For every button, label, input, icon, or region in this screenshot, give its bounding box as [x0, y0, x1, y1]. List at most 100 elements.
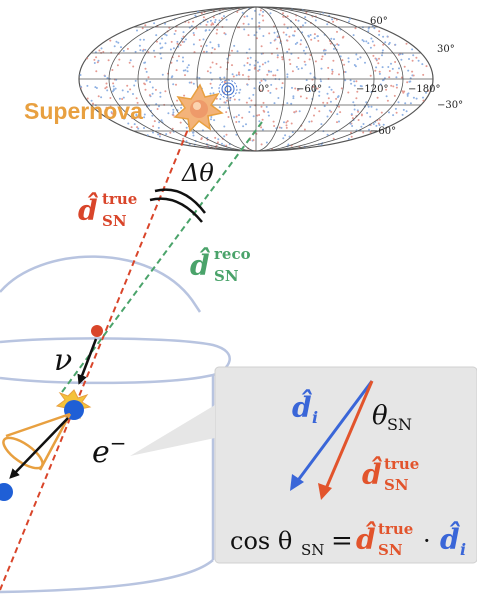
sky-point	[307, 34, 310, 37]
sky-point	[239, 88, 242, 91]
sky-point	[304, 21, 307, 24]
sky-point	[205, 44, 208, 47]
sky-point	[308, 120, 311, 123]
lat-label-30: 30°	[437, 44, 455, 55]
sky-point	[176, 99, 179, 102]
sky-point	[370, 37, 373, 40]
sky-point	[116, 64, 119, 67]
sky-point	[251, 17, 254, 20]
sky-point	[367, 105, 370, 108]
sky-point	[247, 75, 250, 78]
sky-point	[192, 32, 195, 34]
sky-point	[165, 133, 168, 136]
sky-point	[286, 27, 289, 29]
sky-point	[250, 99, 253, 102]
sky-point	[247, 34, 250, 37]
sky-point	[181, 41, 184, 43]
sky-point	[120, 46, 122, 49]
sky-point	[158, 121, 161, 124]
sky-point	[105, 86, 108, 89]
sky-point	[172, 111, 175, 114]
sky-point	[396, 71, 399, 74]
sky-point	[100, 47, 103, 50]
sky-point	[257, 69, 260, 72]
sky-point	[382, 123, 385, 126]
sky-point	[369, 46, 372, 49]
sky-point	[343, 63, 346, 66]
sky-point	[385, 88, 388, 91]
sky-point	[305, 97, 308, 100]
sky-point	[349, 122, 352, 125]
sky-point	[318, 94, 321, 97]
sky-point	[241, 11, 244, 14]
lon-label-neg120: −120°	[356, 84, 388, 95]
sky-point	[347, 57, 350, 60]
sky-point	[371, 40, 374, 43]
sky-point	[354, 27, 357, 30]
sky-point	[353, 108, 356, 111]
sky-point	[382, 35, 385, 38]
sky-point	[176, 59, 179, 62]
sky-point	[378, 33, 381, 36]
sky-point	[349, 79, 352, 82]
sky-point	[172, 108, 175, 111]
sky-point	[262, 35, 265, 37]
sky-point	[211, 61, 214, 64]
sky-point	[145, 79, 148, 82]
sky-point	[395, 86, 398, 89]
sky-point	[142, 49, 144, 52]
sky-point	[397, 101, 400, 104]
sky-point	[390, 84, 393, 87]
true-direction-line	[0, 111, 196, 591]
sky-point	[235, 121, 238, 123]
sky-point	[356, 58, 359, 61]
sky-point	[289, 63, 292, 65]
inset-d-i-arrowhead	[290, 474, 304, 491]
sky-point	[308, 58, 311, 61]
sky-point	[415, 97, 418, 100]
sky-point	[320, 123, 323, 126]
sky-point	[305, 79, 308, 82]
sky-point	[127, 122, 130, 125]
sky-point	[100, 96, 103, 99]
svg-text:SN: SN	[378, 541, 403, 559]
sky-point	[273, 125, 276, 127]
sky-point	[214, 136, 217, 139]
sky-point	[210, 23, 213, 26]
sky-point	[388, 76, 391, 79]
sky-point	[161, 46, 164, 49]
sky-point	[382, 79, 384, 82]
sky-point	[223, 81, 226, 84]
sky-point	[151, 86, 154, 89]
sky-point	[256, 114, 259, 117]
sky-point	[192, 82, 195, 85]
sky-point	[105, 106, 108, 109]
sky-point	[273, 31, 276, 34]
sky-point	[92, 102, 94, 105]
sky-point	[123, 117, 126, 120]
sky-point	[283, 23, 286, 26]
sky-point	[286, 73, 289, 76]
sky-point	[399, 53, 401, 56]
sky-point	[245, 123, 247, 126]
sky-point	[332, 20, 335, 23]
sky-point	[137, 116, 140, 119]
sky-point	[262, 10, 265, 13]
sky-point	[391, 67, 394, 70]
sky-point	[286, 76, 289, 78]
sky-point	[415, 56, 418, 59]
inset-d-true-arrowhead	[318, 483, 332, 500]
svg-text:true: true	[378, 520, 413, 538]
sky-point	[223, 135, 226, 138]
sky-point	[276, 35, 279, 38]
sky-point	[209, 19, 212, 22]
sky-point	[333, 38, 335, 41]
sky-point	[294, 43, 297, 45]
sky-point	[183, 40, 186, 43]
sky-point	[159, 47, 162, 50]
sky-point	[286, 15, 289, 18]
sky-point	[122, 49, 125, 52]
sky-point	[180, 106, 183, 109]
sky-point	[331, 68, 334, 71]
svg-text:SN: SN	[214, 267, 239, 285]
